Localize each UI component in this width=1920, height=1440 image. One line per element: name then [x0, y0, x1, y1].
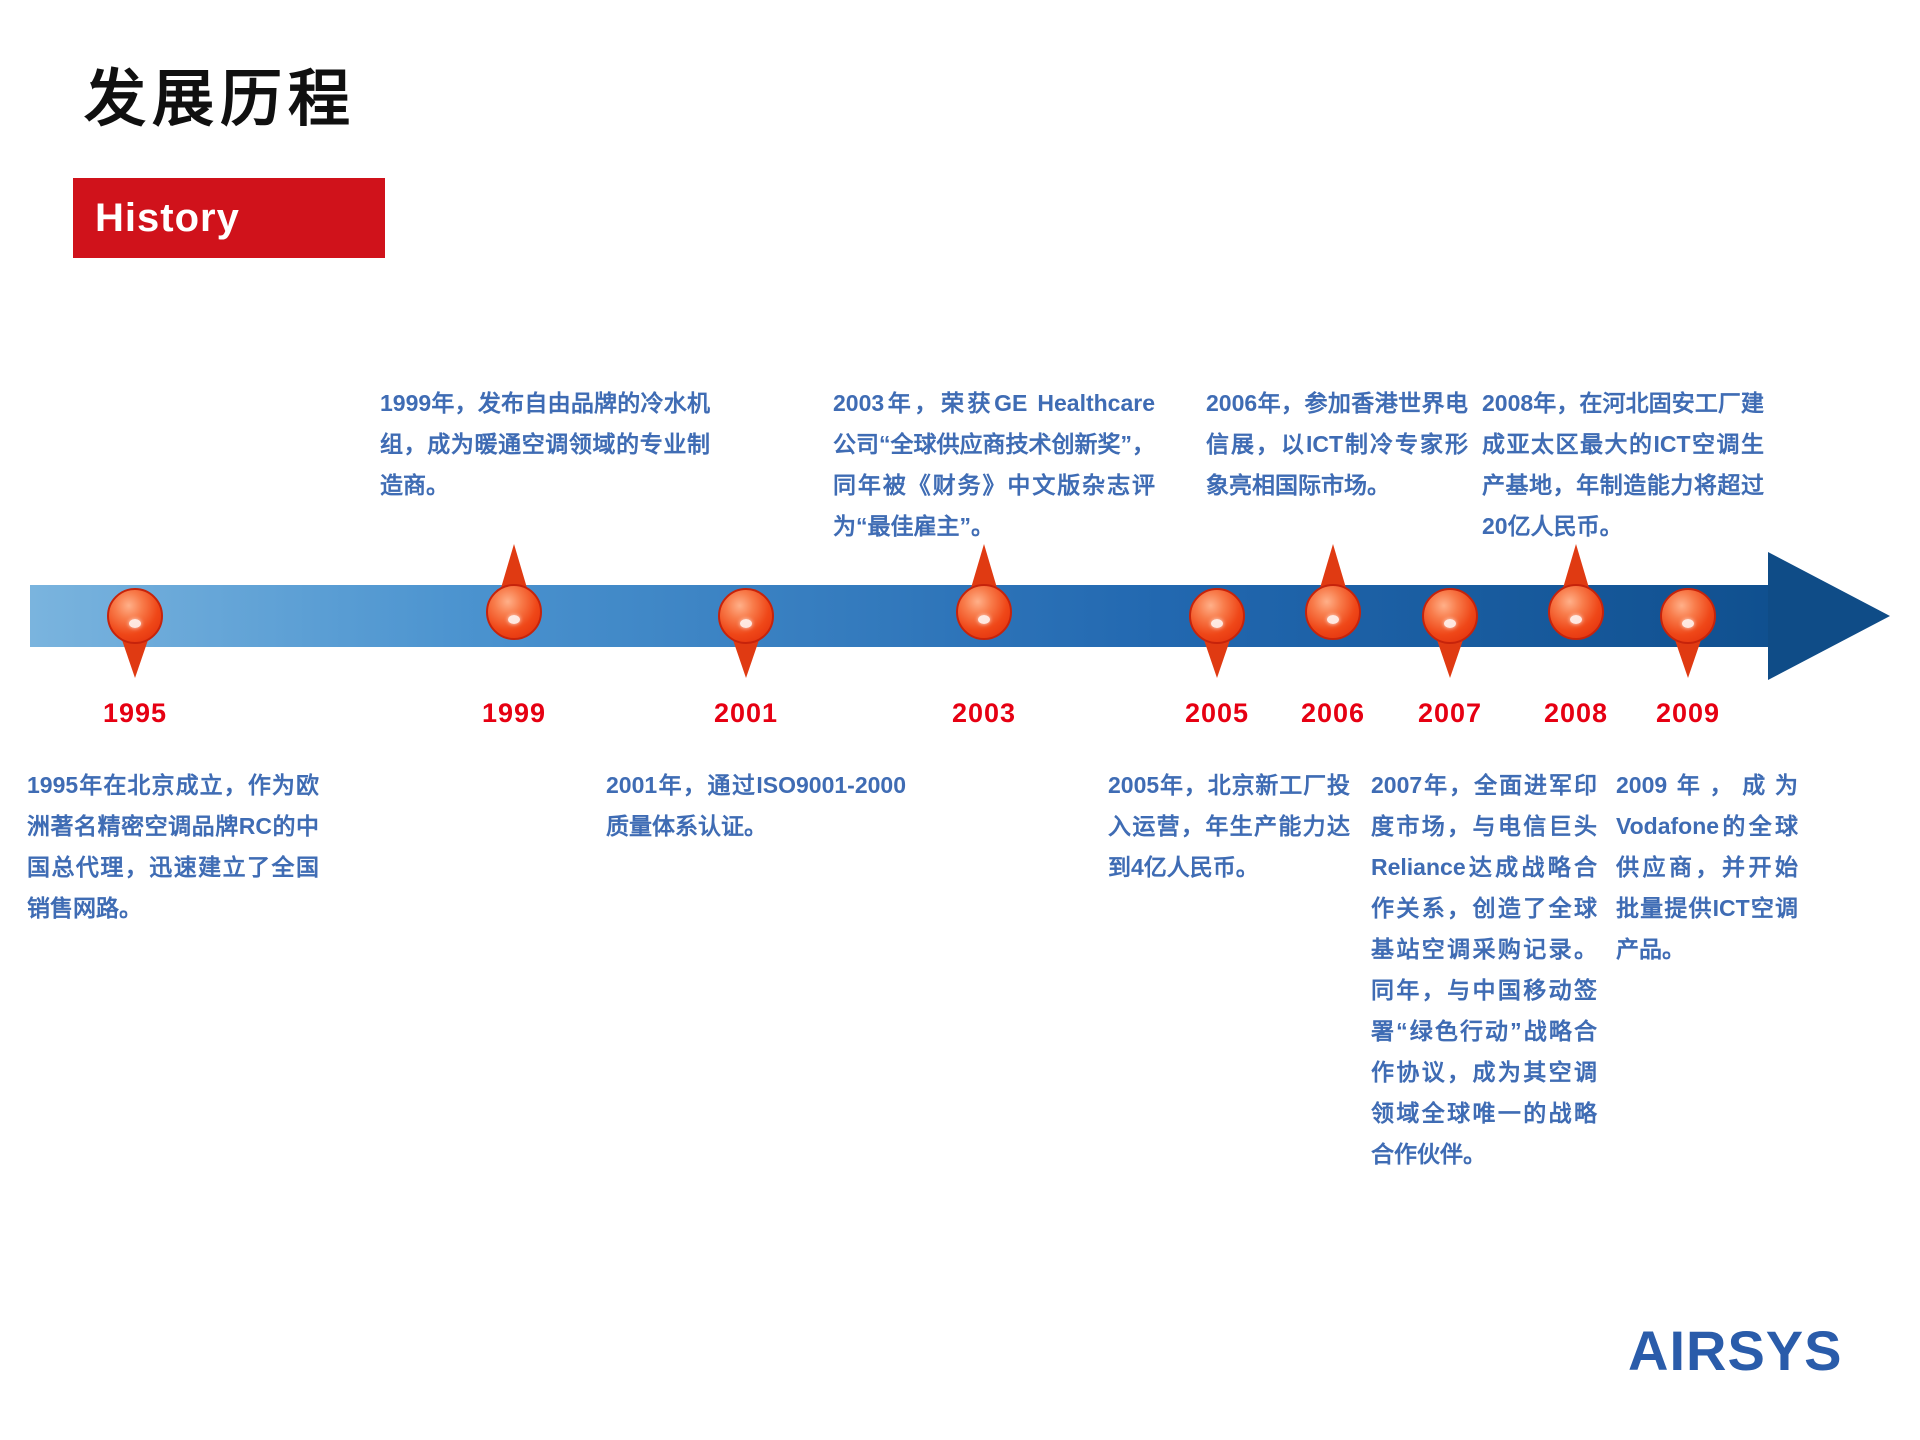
pin-ball-icon: [1660, 588, 1716, 644]
pin-tail-icon: [122, 640, 148, 678]
pin-tail-icon: [1204, 640, 1230, 678]
year-label-2007: 2007: [1417, 698, 1483, 728]
pin-ball-icon: [1305, 584, 1361, 640]
pin-ball-icon: [1422, 588, 1478, 644]
event-text-2009: 2009年，成为Vodafone的全球供应商，并开始批量提供ICT空调产品。: [1616, 772, 1798, 962]
timeline-pin-2005: [1189, 588, 1245, 678]
timeline-pin-1999: [486, 544, 542, 640]
event-text-2003: 2003年，荣获GE Healthcare公司“全球供应商技术创新奖”，同年被《…: [833, 390, 1155, 539]
history-banner-label: History: [95, 195, 240, 240]
timeline-arrowhead-icon: [1768, 552, 1890, 680]
year-label-1999: 1999: [481, 698, 547, 728]
year-label-2005: 2005: [1184, 698, 1250, 728]
year-label-1995: 1995: [102, 698, 168, 728]
event-text-1999: 1999年，发布自由品牌的冷水机组，成为暖通空调领域的专业制造商。: [380, 390, 710, 498]
pin-ball-icon: [956, 584, 1012, 640]
pin-ball-icon: [107, 588, 163, 644]
timeline-pin-2001: [718, 588, 774, 678]
event-text-2001: 2001年，通过ISO9001-2000质量体系认证。: [606, 772, 906, 839]
event-text-2007: 2007年，全面进军印度市场，与电信巨头Reliance达成战略合作关系，创造了…: [1371, 772, 1597, 1167]
pin-tail-icon: [733, 640, 759, 678]
pin-tail-icon: [1437, 640, 1463, 678]
timeline-pin-2008: [1548, 544, 1604, 640]
pin-ball-icon: [1189, 588, 1245, 644]
timeline-pin-2006: [1305, 544, 1361, 640]
pin-tail-icon: [971, 544, 997, 588]
event-text-1995: 1995年在北京成立，作为欧洲著名精密空调品牌RC的中国总代理，迅速建立了全国销…: [27, 772, 319, 921]
timeline-pin-2007: [1422, 588, 1478, 678]
airsys-logo: AIRSYS: [1628, 1319, 1843, 1382]
event-text-2006: 2006年，参加香港世界电信展，以ICT制冷专家形象亮相国际市场。: [1206, 390, 1468, 498]
pin-tail-icon: [501, 544, 527, 588]
pin-tail-icon: [1563, 544, 1589, 588]
timeline-pin-1995: [107, 588, 163, 678]
timeline-pin-2003: [956, 544, 1012, 640]
year-label-2009: 2009: [1655, 698, 1721, 728]
timeline-pin-2009: [1660, 588, 1716, 678]
year-label-2006: 2006: [1300, 698, 1366, 728]
history-banner: History: [73, 178, 385, 258]
pin-ball-icon: [1548, 584, 1604, 640]
timeline-bar: [30, 585, 1770, 647]
year-label-2003: 2003: [951, 698, 1017, 728]
page-title: 发展历程: [84, 65, 357, 134]
event-text-2008: 2008年，在河北固安工厂建成亚太区最大的ICT空调生产基地，年制造能力将超过2…: [1482, 390, 1764, 539]
pin-ball-icon: [486, 584, 542, 640]
year-label-2001: 2001: [713, 698, 779, 728]
pin-tail-icon: [1320, 544, 1346, 588]
event-text-2005: 2005年，北京新工厂投入运营，年生产能力达到4亿人民币。: [1108, 772, 1350, 880]
year-label-2008: 2008: [1543, 698, 1609, 728]
pin-ball-icon: [718, 588, 774, 644]
pin-tail-icon: [1675, 640, 1701, 678]
